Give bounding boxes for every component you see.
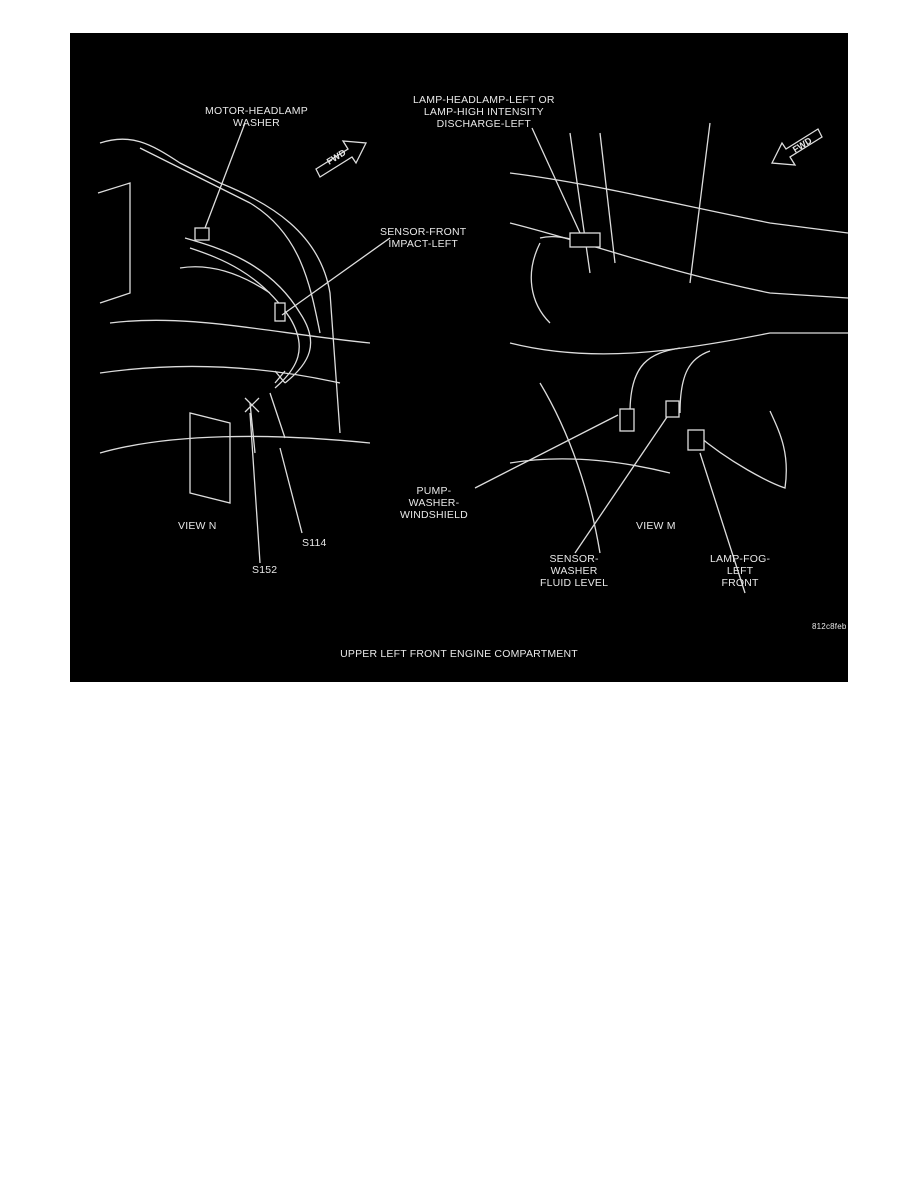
wiring-illustration [97, 122, 848, 594]
view-m-label: VIEW M [636, 520, 676, 532]
label-sensor-washer-fluid-level: SENSOR- WASHER FLUID LEVEL [540, 553, 609, 589]
view-n-label: VIEW N [178, 520, 217, 532]
label-lamp-fog-left-front: LAMP-FOG- LEFT FRONT [710, 553, 771, 589]
label-sensor-front-impact: SENSOR-FRONT IMPACT-LEFT [380, 226, 467, 250]
view-m-drawing [474, 122, 848, 594]
view-n-drawing [97, 122, 391, 564]
diagram-panel: FWD FWD MOTOR-HEADLAMP WASHER SENSOR-FRO… [70, 33, 848, 682]
figure-code: 812c8feb [812, 622, 847, 631]
label-s114: S114 [302, 537, 327, 549]
label-pump-washer-windshield: PUMP- WASHER- WINDSHIELD [400, 485, 468, 521]
fwd-arrow-icon [315, 140, 368, 178]
label-s152: S152 [252, 564, 278, 576]
figure-caption: UPPER LEFT FRONT ENGINE COMPARTMENT [340, 648, 578, 660]
label-lamp-headlamp-left: LAMP-HEADLAMP-LEFT OR LAMP-HIGH INTENSIT… [413, 94, 555, 130]
label-motor-headlamp-washer: MOTOR-HEADLAMP WASHER [205, 105, 308, 129]
fwd-arrow-icon [770, 128, 823, 166]
